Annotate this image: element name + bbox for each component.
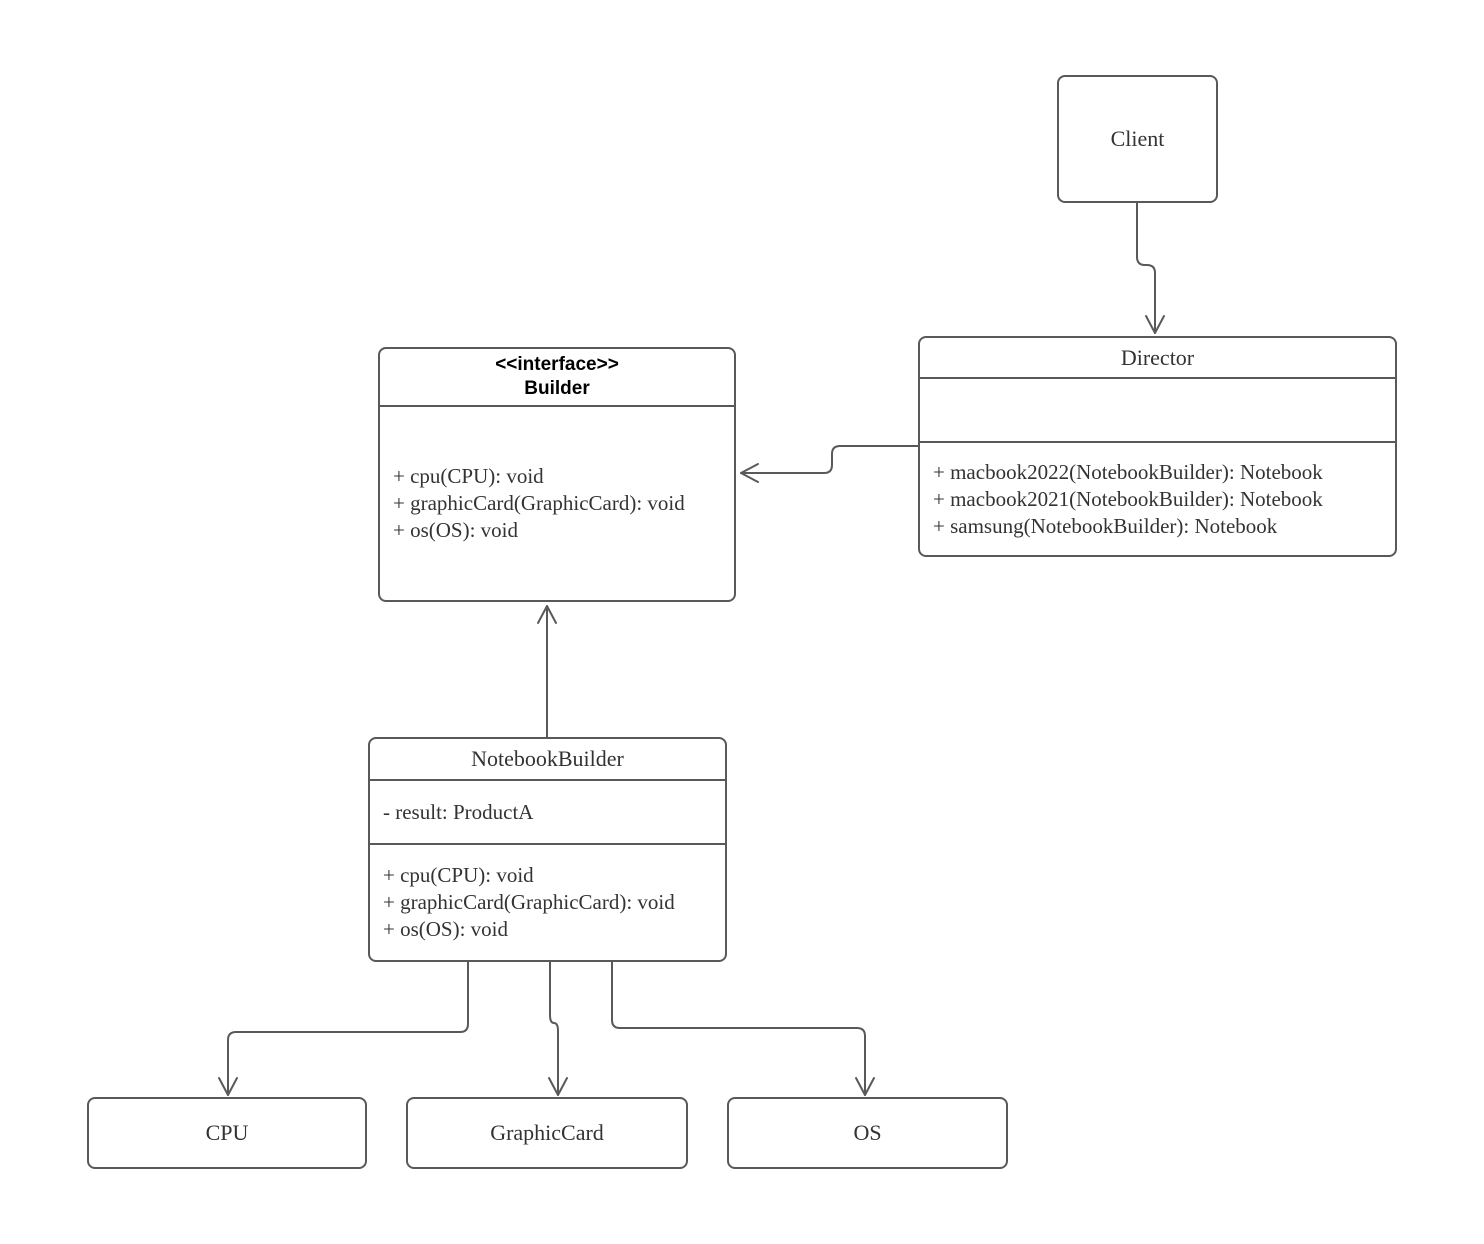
edge-notebookbuilder-to-cpu — [218, 961, 469, 1096]
methods-compartment: + macbook2022(NotebookBuilder): Notebook… — [920, 441, 1395, 555]
class-node-notebookbuilder: NotebookBuilder - result: ProductA + cpu… — [368, 737, 727, 962]
methods-compartment: + cpu(CPU): void + graphicCard(GraphicCa… — [370, 843, 725, 960]
attribute-label: - result: ProductA — [383, 799, 534, 824]
method-label: + graphicCard(GraphicCard): void — [383, 890, 675, 914]
interface-node-builder: <<interface>> Builder + cpu(CPU): void +… — [378, 347, 736, 602]
class-node-graphiccard: GraphicCard — [406, 1097, 688, 1169]
class-title-compartment: NotebookBuilder — [370, 739, 725, 779]
method-label: + macbook2022(NotebookBuilder): Notebook — [933, 459, 1323, 484]
class-node-director: Director + macbook2022(NotebookBuilder):… — [918, 336, 1397, 557]
class-name-label: NotebookBuilder — [471, 746, 624, 771]
attributes-compartment: - result: ProductA — [370, 779, 725, 843]
class-name-label: CPU — [205, 1120, 249, 1145]
class-node-client: Client — [1057, 75, 1218, 203]
attributes-compartment-empty — [920, 377, 1395, 441]
method-label: + cpu(CPU): void — [393, 464, 544, 488]
edge-director-to-builder — [740, 445, 919, 483]
edge-client-to-director — [1136, 202, 1165, 334]
class-name-label: Director — [1120, 344, 1195, 370]
method-label: + graphicCard(GraphicCard): void — [393, 491, 685, 515]
method-label: + os(OS): void — [393, 518, 519, 542]
class-name-label: OS — [853, 1120, 882, 1145]
method-label: + macbook2021(NotebookBuilder): Notebook — [933, 486, 1323, 511]
stereotype-label: <<interface>> — [495, 354, 619, 375]
methods-compartment: + cpu(CPU): void + graphicCard(GraphicCa… — [380, 405, 734, 600]
interface-name-label: Builder — [524, 378, 590, 399]
class-node-os: OS — [727, 1097, 1008, 1169]
class-title-compartment: Director — [920, 338, 1395, 377]
class-node-cpu: CPU — [87, 1097, 367, 1169]
edge-notebookbuilder-to-os — [611, 961, 875, 1096]
method-label: + cpu(CPU): void — [383, 863, 534, 887]
edge-notebookbuilder-to-graphiccard — [548, 961, 568, 1096]
method-label: + os(OS): void — [383, 917, 509, 941]
class-name-label: Client — [1110, 126, 1165, 151]
method-label: + samsung(NotebookBuilder): Notebook — [933, 513, 1278, 538]
interface-title-compartment: <<interface>> Builder — [380, 349, 734, 405]
class-name-label: GraphicCard — [490, 1120, 604, 1145]
